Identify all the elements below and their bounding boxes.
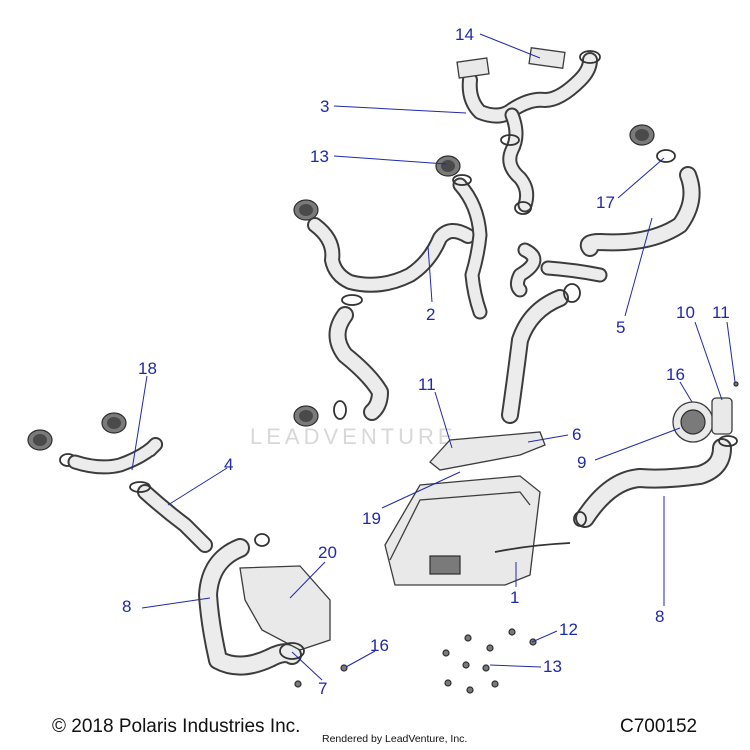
hose-lower-right[interactable] [573, 381, 739, 528]
leadventure-watermark: LEADVENTURE [250, 424, 457, 449]
callout-15: 14 [455, 25, 474, 44]
diagram-code: C700152 [620, 716, 698, 737]
leader-lines [131, 33, 736, 681]
callout-19: 18 [138, 359, 157, 378]
callout-18: 17 [596, 193, 615, 212]
duct-assembly-left[interactable] [27, 412, 213, 553]
airbox-assembly[interactable] [384, 431, 571, 586]
callout-20: 19 [362, 509, 381, 528]
duct-assembly-upper[interactable] [456, 46, 601, 215]
hardware-nuts[interactable] [442, 628, 537, 694]
callout-9: 9 [577, 453, 586, 472]
rendered-by-text: Rendered by LeadVenture, Inc. [322, 733, 468, 745]
callout-2: 2 [426, 305, 435, 324]
callout-11-center: 11 [418, 375, 436, 394]
callout-3: 3 [320, 97, 329, 116]
callout-numbers: 14 3 13 17 2 5 10 11 18 16 11 6 9 4 19 2… [122, 25, 730, 698]
callout-14: 13 [310, 147, 329, 166]
duct-assembly-right[interactable] [501, 124, 701, 424]
callout-8-left: 8 [122, 597, 131, 616]
callout-12: 12 [559, 620, 578, 639]
duct-assembly-middle-left[interactable] [293, 155, 488, 427]
callout-7: 7 [318, 679, 327, 698]
callout-5: 5 [616, 318, 625, 337]
callout-1: 1 [510, 588, 519, 607]
callout-13: 13 [543, 657, 562, 676]
callout-8-right: 8 [655, 607, 664, 626]
copyright-text: © 2018 Polaris Industries Inc. [52, 716, 301, 737]
callout-6: 6 [572, 425, 581, 444]
callout-21: 20 [318, 543, 337, 562]
callout-4: 4 [224, 455, 233, 474]
callout-11-right: 11 [712, 303, 730, 322]
callout-17: 16 [666, 365, 685, 384]
callout-16: 16 [370, 636, 389, 655]
hose-lower-left[interactable] [198, 533, 348, 688]
callout-10: 10 [676, 303, 695, 322]
